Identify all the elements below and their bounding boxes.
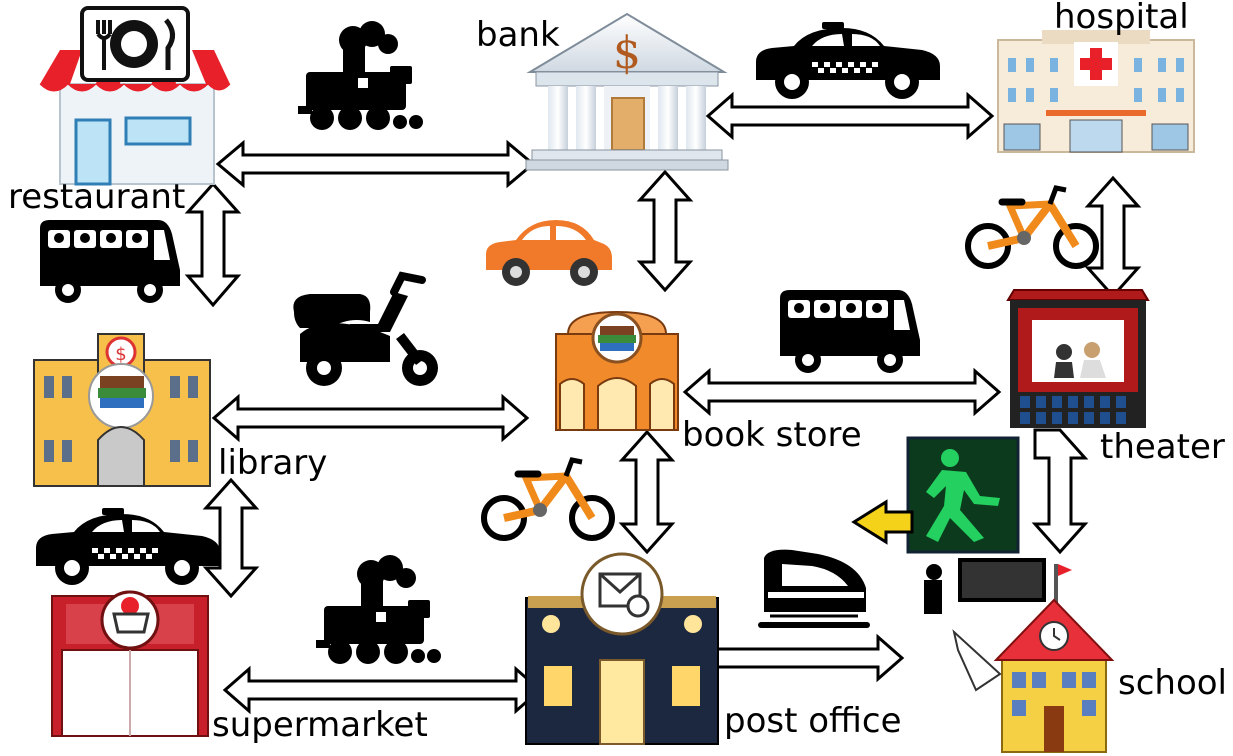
- restaurant-building: [39, 6, 231, 186]
- school-building: [924, 558, 1115, 753]
- label-book-store: book store: [682, 415, 862, 455]
- walk-signal-icon: [906, 436, 1020, 554]
- arrow-library-supermarket: [202, 477, 260, 599]
- theater-building: [1006, 289, 1150, 428]
- bus-icon: [780, 290, 920, 373]
- metro-train-icon: [758, 549, 870, 628]
- train-icon: [316, 555, 441, 664]
- taxi-icon: [756, 22, 940, 99]
- bank-building: $: [525, 12, 729, 171]
- bicycle-icon: [484, 460, 612, 538]
- left-arrow-icon: [851, 499, 914, 545]
- arrow-restaurant-bank: [215, 139, 536, 189]
- hospital-building: [997, 30, 1195, 153]
- label-library: library: [218, 443, 328, 483]
- arrow-restaurant-library: [184, 181, 242, 308]
- dollar-sign: $: [613, 28, 641, 79]
- arrow-theater-school: [1031, 428, 1089, 555]
- arrow-bank-bookstore: [636, 169, 694, 293]
- arrow-bookstore-theater: [682, 367, 1002, 417]
- label-supermarket: supermarket: [212, 705, 428, 745]
- train-icon: [298, 21, 423, 130]
- label-hospital: hospital: [1054, 0, 1189, 37]
- bookstore-building: [555, 310, 679, 431]
- svg-text:$: $: [115, 344, 126, 365]
- label-theater: theater: [1100, 427, 1225, 467]
- taxi-icon: [36, 508, 220, 585]
- bicycle-icon: [968, 188, 1096, 266]
- library-building: $: [33, 333, 211, 487]
- label-bank: bank: [476, 15, 560, 55]
- postoffice-building: [525, 552, 719, 745]
- bus-icon: [40, 220, 180, 303]
- arrow-bank-hospital: [705, 91, 995, 141]
- scooter-icon: [293, 271, 438, 386]
- arrow-library-bookstore: [211, 393, 530, 443]
- arrow-bookstore-postoffice: [618, 429, 676, 555]
- label-restaurant: restaurant: [8, 177, 186, 217]
- supermarket-building: [51, 590, 209, 737]
- label-post-office: post office: [724, 701, 902, 741]
- label-school: school: [1118, 663, 1228, 703]
- car-icon: [486, 220, 612, 286]
